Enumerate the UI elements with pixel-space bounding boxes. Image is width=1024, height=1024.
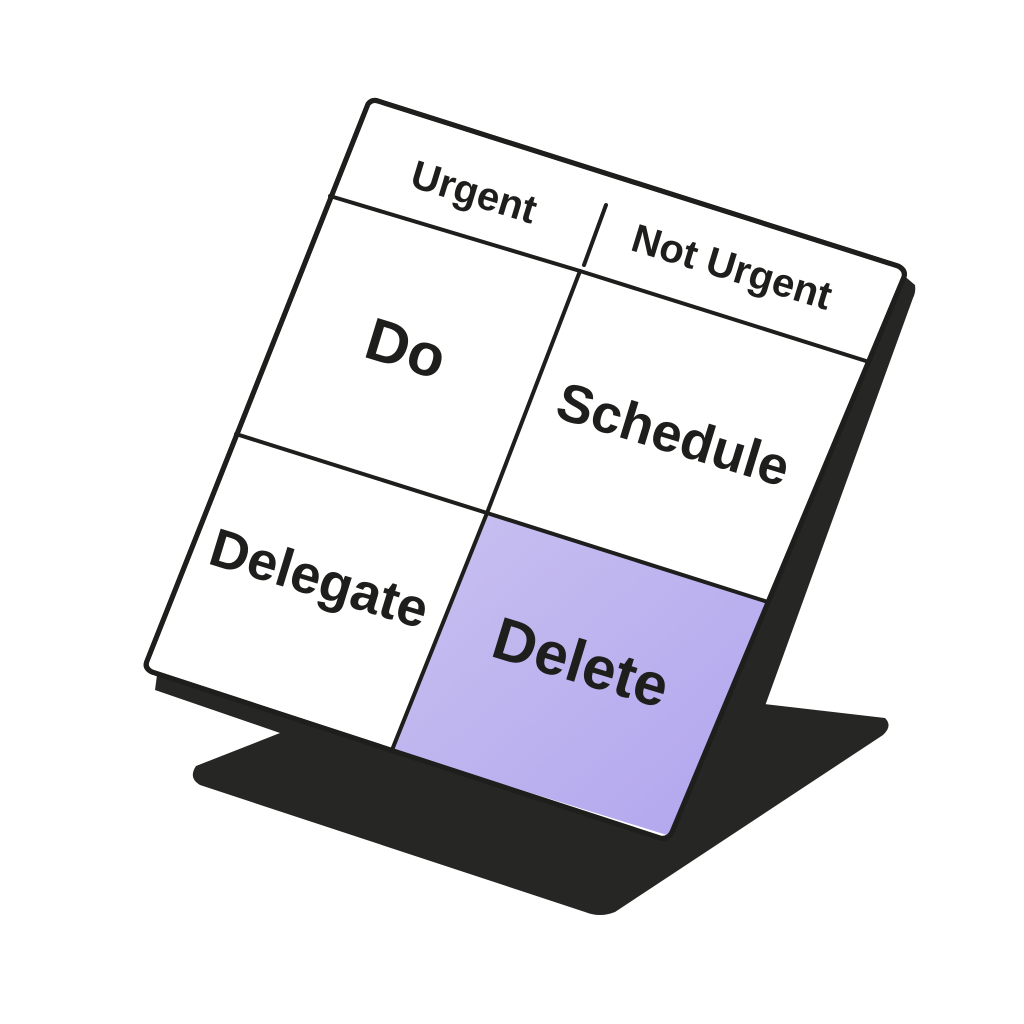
vertical-divider-upper <box>485 269 582 515</box>
grid-lines <box>234 194 868 752</box>
header-divider-right <box>578 269 868 363</box>
horizontal-divider-left <box>234 432 489 515</box>
vertical-divider-lower <box>390 511 489 752</box>
delete-quadrant-fill <box>392 513 768 836</box>
header-column-divider <box>582 203 608 267</box>
header-divider-left <box>328 194 582 273</box>
matrix-card-outline <box>143 97 907 841</box>
card-edge <box>670 268 916 840</box>
horizontal-divider-right <box>485 511 770 604</box>
